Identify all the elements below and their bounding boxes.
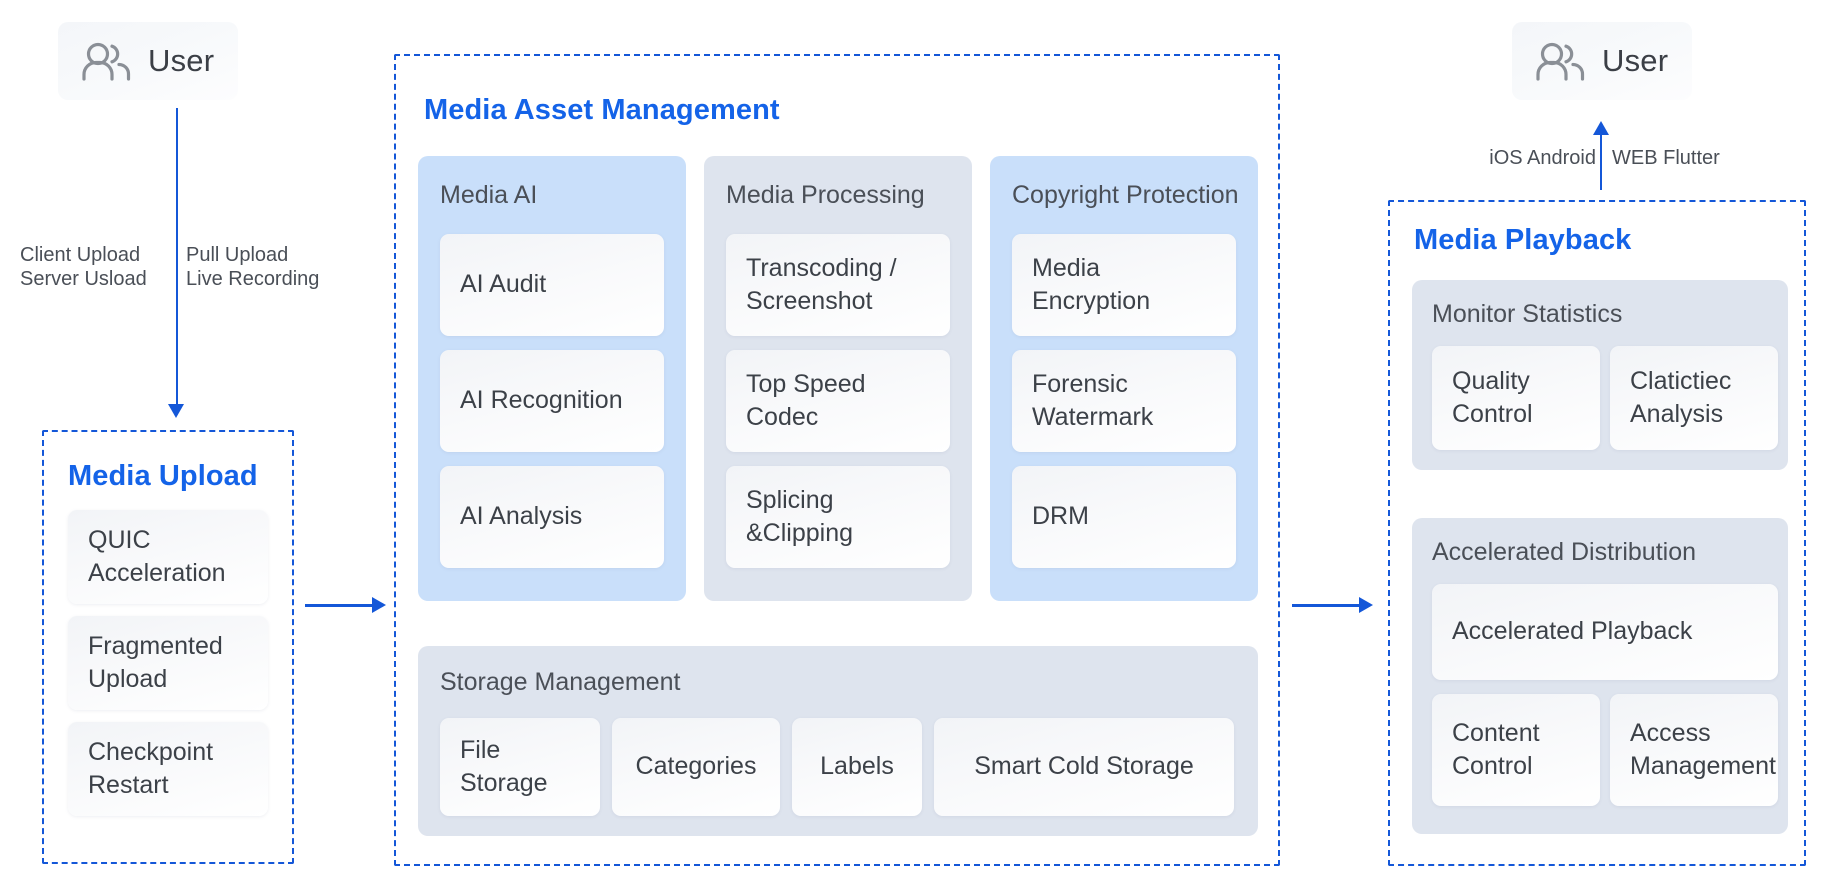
group-media-processing: Media Processing Transcoding / Screensho… [704, 156, 972, 601]
group-media-ai: Media AI AI Audit AI Recognition AI Anal… [418, 156, 686, 601]
card-file-storage[interactable]: File Storage [440, 718, 600, 816]
card-ai-analysis[interactable]: AI Analysis [440, 466, 664, 568]
card-label: Splicing &Clipping [746, 485, 854, 547]
users-group-icon [1532, 39, 1588, 83]
playback-annotation-divider [1600, 140, 1602, 188]
card-label: Accelerated Playback [1452, 617, 1693, 646]
card-label: File Storage [460, 735, 548, 797]
card-label: Categories [635, 752, 757, 781]
group-copyright-protection: Copyright Protection Media Encryption Fo… [990, 156, 1258, 601]
card-transcoding-screenshot[interactable]: Transcoding / Screenshot [726, 234, 950, 336]
card-label: AI Audit [460, 270, 547, 299]
playback-connector-arrowhead [1593, 121, 1609, 135]
card-label: Clatictiec Analysis [1630, 366, 1732, 428]
card-ai-recognition[interactable]: AI Recognition [440, 350, 664, 452]
group-copyright-protection-title: Copyright Protection [1012, 181, 1239, 209]
users-group-icon [78, 39, 134, 83]
card-access-management[interactable]: Access Management [1610, 694, 1778, 806]
card-content-control[interactable]: Content Control [1432, 694, 1600, 806]
playback-annotation-right: WEB Flutter [1612, 147, 1720, 169]
upload-connector-arrowhead [168, 404, 184, 418]
group-monitor-statistics: Monitor Statistics Quality Control Clati… [1412, 280, 1788, 470]
group-media-ai-title: Media AI [440, 181, 538, 209]
card-label: Labels [820, 752, 894, 781]
card-splicing-clipping[interactable]: Splicing &Clipping [726, 466, 950, 568]
arrow-upload-to-mam-line [305, 604, 373, 607]
upload-connector-line [176, 108, 178, 408]
card-label: Smart Cold Storage [974, 752, 1194, 781]
arrow-mam-to-playback-head [1359, 597, 1373, 613]
card-label: QUIC Acceleration [88, 525, 226, 587]
media-playback-region: Media Playback Monitor Statistics Qualit… [1388, 200, 1806, 866]
card-labels[interactable]: Labels [792, 718, 922, 816]
upload-annotation-right: Pull Upload Live Recording [186, 244, 320, 291]
card-label: DRM [1032, 502, 1089, 531]
card-label: AI Recognition [460, 386, 623, 415]
right-user-label: User [1602, 43, 1669, 78]
media-asset-management-title: Media Asset Management [424, 94, 780, 126]
card-forensic-watermark[interactable]: Forensic Watermark [1012, 350, 1236, 452]
card-accelerated-playback[interactable]: Accelerated Playback [1432, 584, 1778, 680]
card-top-speed-codec[interactable]: Top Speed Codec [726, 350, 950, 452]
arrow-mam-to-playback-line [1292, 604, 1360, 607]
card-label: Forensic Watermark [1032, 369, 1154, 431]
group-accelerated-distribution-title: Accelerated Distribution [1432, 538, 1697, 566]
card-label: Content Control [1452, 718, 1540, 780]
playback-annotation-left: iOS Android [1489, 147, 1596, 169]
arrow-upload-to-mam-head [372, 597, 386, 613]
left-user-label: User [148, 43, 215, 78]
card-label: Media Encryption [1032, 253, 1151, 315]
group-storage-management-title: Storage Management [440, 668, 681, 696]
card-label: Transcoding / Screenshot [746, 253, 897, 315]
card-label: Top Speed Codec [746, 369, 866, 431]
card-fragmented-upload[interactable]: Fragmented Upload [68, 616, 268, 710]
card-label: Quality Control [1452, 366, 1533, 428]
media-upload-region: Media Upload QUIC Acceleration Fragmente… [42, 430, 294, 864]
group-accelerated-distribution: Accelerated Distribution Accelerated Pla… [1412, 518, 1788, 834]
card-label: Fragmented Upload [88, 631, 223, 693]
group-monitor-statistics-title: Monitor Statistics [1432, 300, 1623, 328]
media-asset-management-region: Media Asset Management Media AI AI Audit… [394, 54, 1280, 866]
card-smart-cold-storage[interactable]: Smart Cold Storage [934, 718, 1234, 816]
card-checkpoint-restart[interactable]: Checkpoint Restart [68, 722, 268, 816]
card-quic-acceleration[interactable]: QUIC Acceleration [68, 510, 268, 604]
card-label: AI Analysis [460, 502, 583, 531]
card-clatictiec-analysis[interactable]: Clatictiec Analysis [1610, 346, 1778, 450]
card-media-encryption[interactable]: Media Encryption [1012, 234, 1236, 336]
group-media-processing-title: Media Processing [726, 181, 925, 209]
card-label: Checkpoint Restart [88, 737, 214, 799]
media-playback-title: Media Playback [1414, 224, 1632, 256]
left-user-chip: User [58, 22, 238, 100]
card-drm[interactable]: DRM [1012, 466, 1236, 568]
group-storage-management: Storage Management File Storage Categori… [418, 646, 1258, 836]
card-label: Access Management [1630, 718, 1776, 780]
upload-annotation-left: Client Upload Server Usload [20, 244, 147, 291]
card-quality-control[interactable]: Quality Control [1432, 346, 1600, 450]
right-user-chip: User [1512, 22, 1692, 100]
media-upload-title: Media Upload [68, 460, 258, 492]
card-ai-audit[interactable]: AI Audit [440, 234, 664, 336]
card-categories[interactable]: Categories [612, 718, 780, 816]
